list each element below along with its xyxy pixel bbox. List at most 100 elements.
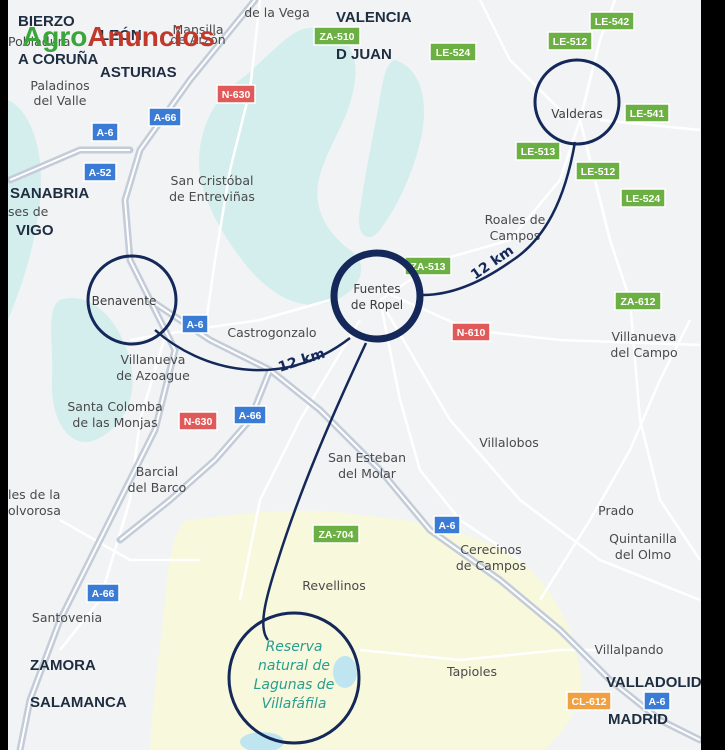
- road-shield-cl-612: CL-612: [566, 691, 612, 711]
- road-shield-n-630-top: N-630: [216, 84, 256, 104]
- road-shield-label: A-6: [439, 520, 456, 532]
- road-shield-a-6-low: A-6: [433, 515, 461, 535]
- right-frame: [701, 0, 725, 750]
- road-shield-n-630-mid: N-630: [178, 411, 218, 431]
- road-shield-a-66-top: A-66: [148, 107, 182, 127]
- road-shield-label: N-630: [222, 89, 251, 101]
- road-shield-le-524-top: LE-524: [429, 42, 477, 62]
- road-shield-label: LE-512: [553, 36, 588, 48]
- line-benavente-fuentes: [154, 329, 351, 372]
- road-shield-bg: [86, 583, 120, 603]
- road-shield-bg: [83, 162, 117, 182]
- road-shield-label: LE-512: [581, 166, 616, 178]
- place-prado: Prado: [598, 503, 634, 518]
- road-shield-label: N-630: [184, 416, 213, 428]
- region-madrid: MADRID: [608, 711, 668, 728]
- road-shield-za-704: ZA-704: [312, 524, 360, 544]
- lagoons: [240, 656, 357, 750]
- road-shield-label: ZA-513: [410, 261, 445, 273]
- logo-agro: Agro: [22, 21, 87, 52]
- region-sanabria: SANABRIA: [10, 185, 89, 202]
- agroanuncios-logo: AgroAnuncios: [22, 21, 215, 52]
- road-shield-label: A-52: [89, 167, 112, 179]
- road-shield-a-6-top: A-6: [91, 122, 119, 142]
- circle-benavente: [86, 254, 178, 346]
- place-revellinos: Revellinos: [302, 578, 365, 593]
- region-valencia: VALENCIA: [336, 9, 412, 26]
- road-shield-bg: [312, 524, 360, 544]
- road-shield-le-524-mid: LE-524: [620, 188, 666, 208]
- road-shield-label: A-66: [92, 588, 115, 600]
- reserve-area: [150, 510, 581, 750]
- road-shield-le-513: LE-513: [515, 141, 561, 161]
- road-shield-label: LE-524: [436, 47, 471, 59]
- region-salamanca: SALAMANCA: [30, 694, 127, 711]
- road-shield-bg: [178, 411, 218, 431]
- road-shield-za-612: ZA-612: [614, 291, 662, 311]
- road-shield-bg: [451, 322, 491, 342]
- road-shield-a-66-mid: A-66: [233, 405, 267, 425]
- place-villalobos: Villalobos: [479, 435, 539, 450]
- motorway-centerlines: [9, 0, 701, 750]
- road-shield-bg: [433, 515, 461, 535]
- road-shield-label: ZA-510: [319, 31, 354, 43]
- label-benavente: Benavente: [92, 294, 157, 308]
- road-shield-bg: [429, 42, 477, 62]
- logo-anuncios: Anuncios: [87, 21, 215, 52]
- road-shield-label: LE-513: [521, 146, 556, 158]
- road-shield-le-512-top: LE-512: [547, 31, 593, 51]
- road-shield-label: A-66: [239, 410, 262, 422]
- region-d-juan: D JUAN: [336, 46, 392, 63]
- road-shield-label: A-6: [97, 127, 114, 139]
- road-shield-label: ZA-704: [318, 529, 353, 541]
- place-de-la-vega: de la Vega: [244, 5, 310, 20]
- minor-roads: [59, 0, 702, 662]
- road-shield-label: LE-542: [595, 16, 630, 28]
- line-valderas-fuentes: [422, 141, 577, 297]
- left-frame: [0, 0, 8, 750]
- road-shield-bg: [575, 161, 621, 181]
- road-shield-bg: [515, 141, 561, 161]
- road-shield-za-510: ZA-510: [313, 26, 361, 46]
- road-shield-bg: [233, 405, 267, 425]
- road-shield-le-512-mid: LE-512: [575, 161, 621, 181]
- circle-fuentes-de-ropel: [330, 249, 424, 343]
- road-shield-bg: [547, 31, 593, 51]
- region-zamora: ZAMORA: [30, 657, 96, 674]
- road-shield-a-66-low: A-66: [86, 583, 120, 603]
- region-valladolid: VALLADOLID: [606, 674, 702, 691]
- line-fuentes-reserva: [262, 342, 368, 641]
- road-shield-le-541: LE-541: [624, 103, 670, 123]
- circle-reserva: [227, 611, 361, 745]
- highlight-circles: [86, 58, 621, 745]
- road-shield-label: A-6: [649, 696, 666, 708]
- road-shield-label: ZA-612: [620, 296, 655, 308]
- road-shield-bg: [566, 691, 612, 711]
- region-asturias: ASTURIAS: [100, 64, 177, 81]
- road-shield-bg: [614, 291, 662, 311]
- road-shield-a-6-bottom: A-6: [643, 691, 671, 711]
- road-shield-label: A-66: [154, 112, 177, 124]
- road-shield-le-542: LE-542: [589, 11, 635, 31]
- road-shield-label: LE-524: [626, 193, 661, 205]
- region-labels: BIERZO LEÓN A CORUÑA ASTURIAS VALENCIA D…: [10, 9, 702, 728]
- road-shield-label: CL-612: [571, 696, 606, 708]
- region-bierzo: BIERZO: [18, 13, 75, 30]
- distance-lines: [154, 141, 577, 641]
- road-shield-a-52: A-52: [83, 162, 117, 182]
